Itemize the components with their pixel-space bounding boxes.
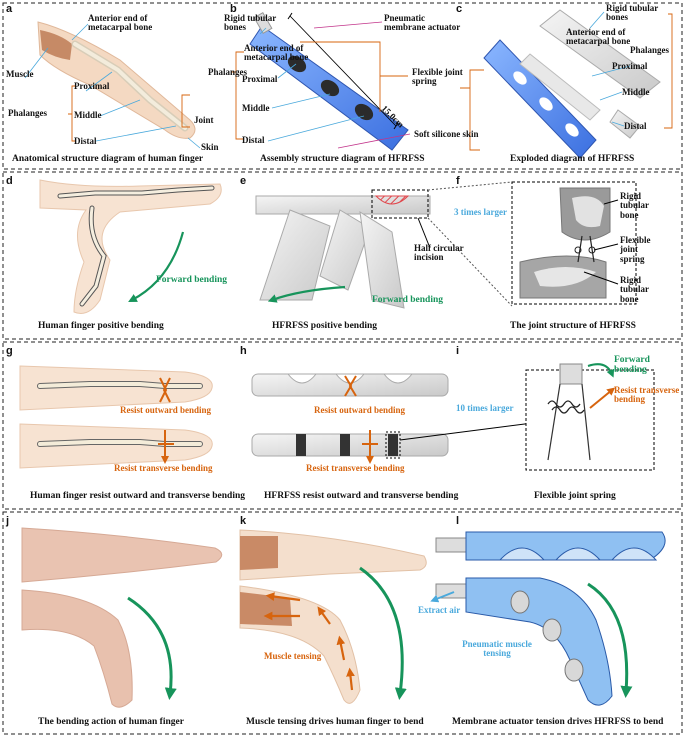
caption-h: HFRFSS resist outward and transverse ben… [264,491,459,501]
panel-i-letter: i [456,345,460,357]
label-k-tensing: Muscle tensing [264,651,322,661]
panel-a-brackets [68,85,190,142]
panel-c-letter: c [456,3,463,15]
panel-a-illustration [37,21,196,139]
panel-h-letter: h [240,345,247,357]
panel-b-illustration [249,12,409,151]
panel-d-illustration [39,179,222,314]
label-e-incision: Half circular incision [414,243,464,263]
panel-c-brackets [460,13,673,151]
panel-k-illustration [239,529,427,704]
panel-a-letter: a [6,3,13,15]
caption-j: The bending action of human finger [38,717,184,727]
label-c-proximal: Proximal [612,61,648,71]
label-c-distal: Distal [624,121,647,131]
label-f-rigid1: Rigid tubular bone [620,191,649,220]
label-c-middle: Middle [622,87,650,97]
panel-l-letter: l [456,515,460,527]
label-i-transverse: Resist transverse bending [614,385,680,405]
label-a-skin: Skin [201,142,219,152]
caption-k: Muscle tensing drives human finger to be… [246,717,424,727]
label-b-rigid: Rigid tubular bones [224,13,277,33]
label-l-pneumatic: Pneumatic muscle tensing [462,639,532,659]
label-f-rigid2: Rigid tubular bone [620,275,649,304]
caption-e: HFRFSS positive bending [272,321,378,331]
label-b-silicone: Soft silicone skin [414,129,479,139]
label-h-transverse: Resist transverse bending [306,463,405,473]
caption-a: Anatomical structure diagram of human fi… [12,154,204,164]
panel-j-letter: j [6,515,10,527]
label-h-larger: 10 times larger [456,403,514,413]
label-b-distal: Distal [242,135,265,145]
caption-f: The joint structure of HFRFSS [510,321,636,331]
panel-b-brackets [232,41,408,140]
label-a-phalanges: Phalanges [8,108,48,118]
label-g-outward: Resist outward bending [120,405,212,415]
label-l-extract: Extract air [418,605,461,615]
panel-j-illustration [21,527,223,708]
label-d-forward: Forward bending [156,275,227,285]
label-b-metacarpal: Anterior end of metacarpal bone [244,43,309,63]
label-g-transverse: Resist transverse bending [114,463,213,473]
label-b-middle: Middle [242,103,270,113]
label-a-joint: Joint [194,115,214,125]
label-a-distal: Distal [74,136,97,146]
panel-b-pink-leaders [313,21,411,149]
label-b-proximal: Proximal [242,74,278,84]
panel-c-illustration [483,9,661,159]
label-a-muscle: Muscle [6,69,34,79]
panel-h-illustration [251,373,557,464]
label-a-metacarpal: Anterior end of metacarpal bone [88,13,153,33]
panel-c-leaders [589,11,631,127]
panel-i-illustration [525,363,655,471]
panel-b-letter: b [230,3,237,15]
caption-d: Human finger positive bending [38,321,164,331]
caption-i: Flexible joint spring [534,491,616,501]
label-b-pneumatic: Pneumatic membrane actuator [384,13,461,33]
label-e-forward: Forward bending [372,295,443,305]
panel-k-letter: k [240,515,247,527]
panel-e-letter: e [240,175,247,187]
panel-d-letter: d [6,175,13,187]
caption-c: Exploded diagram of HFRFSS [510,154,635,164]
label-c-metacarpal: Anterior end of metacarpal bone [566,27,631,47]
panel-g-letter: g [6,345,13,357]
label-i-forward: Forward bending [614,355,650,375]
label-a-proximal: Proximal [74,81,110,91]
panel-e-illustration [255,181,513,309]
label-c-rigid: Rigid tubular bones [606,3,659,23]
label-h-outward: Resist outward bending [314,405,406,415]
panel-a-leaders [24,23,201,149]
label-b-flexible: Flexible joint spring [412,67,463,87]
caption-b: Assembly structure diagram of HFRFSS [260,154,425,164]
panel-f-illustration [511,181,637,305]
caption-g: Human finger resist outward and transver… [30,491,245,501]
panel-b-leaders [259,27,365,142]
label-c-phalanges: Phalanges [630,45,670,55]
panel-f-letter: f [456,175,460,187]
panel-l-illustration [430,531,666,706]
label-f-larger: 3 times larger [454,207,507,217]
label-a-middle: Middle [74,110,102,120]
label-b-phalanges: Phalanges [208,67,248,77]
caption-l: Membrane actuator tension drives HFRFSS … [452,717,664,727]
label-f-spring: Flexible joint spring [620,235,651,264]
panel-g-illustration [19,365,213,469]
